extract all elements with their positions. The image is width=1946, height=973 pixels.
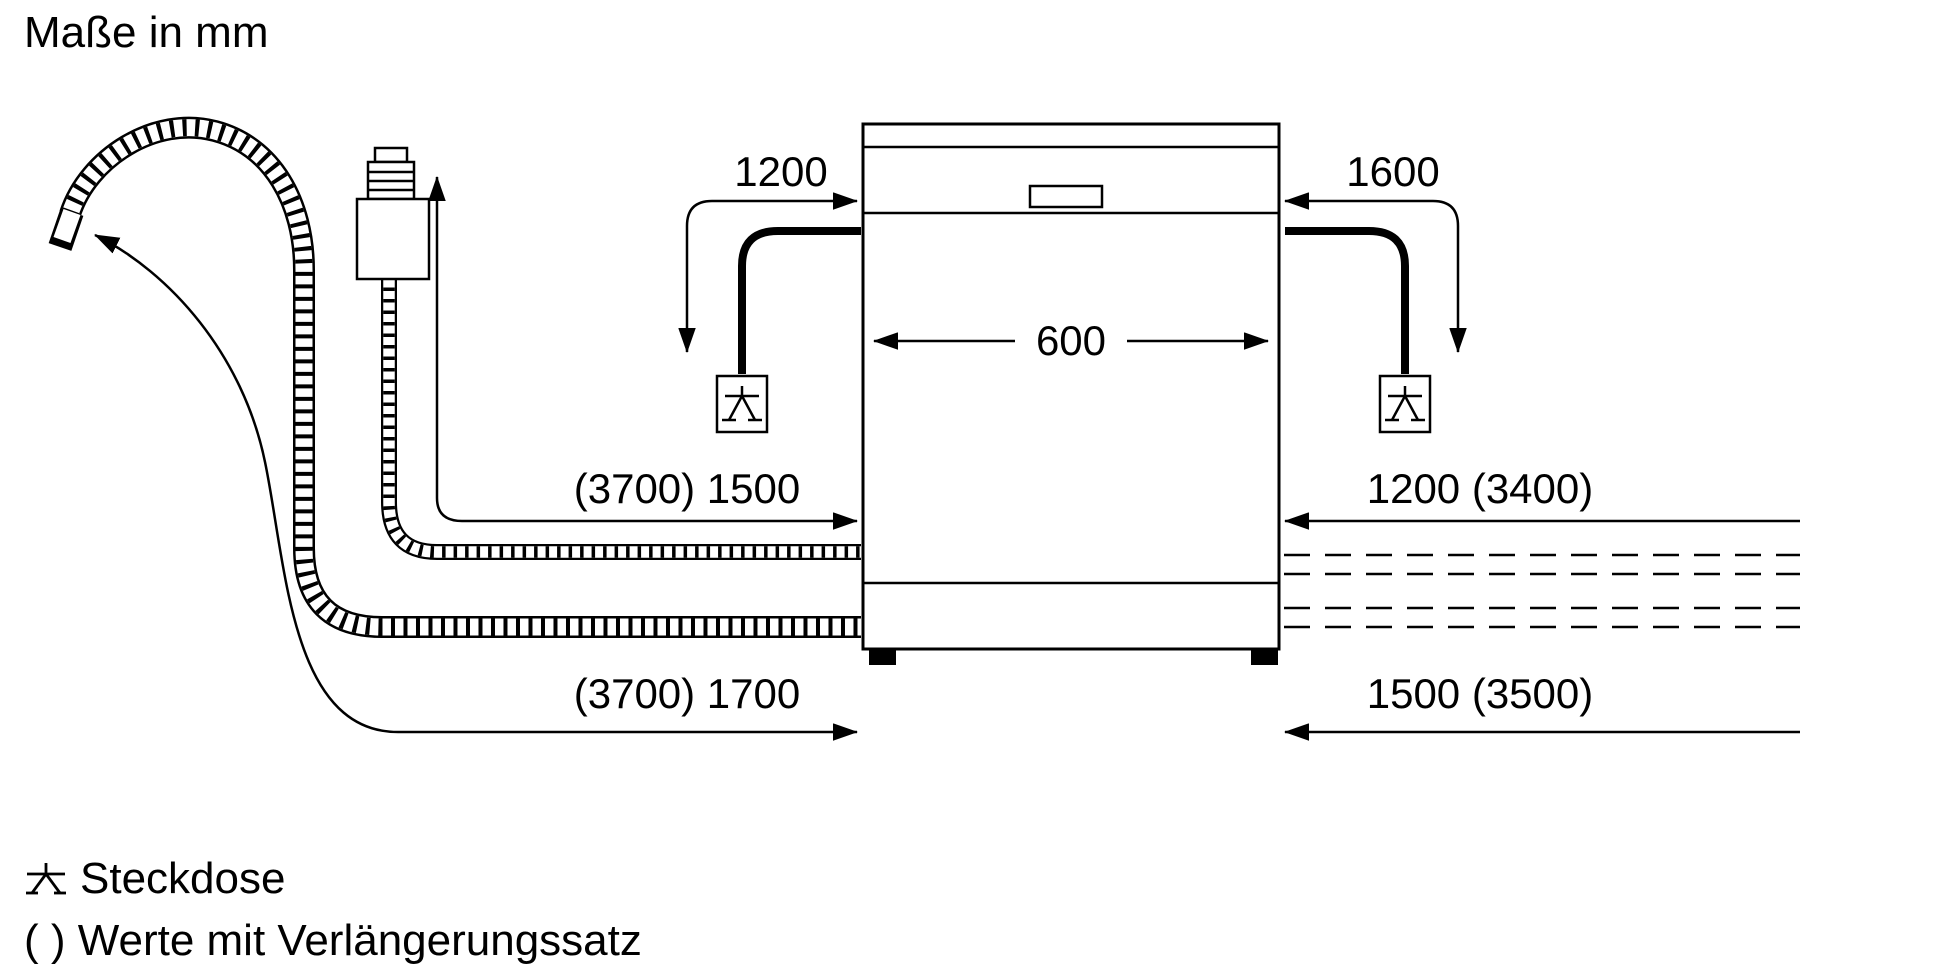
appliance [861, 122, 1281, 665]
power-cable-left [738, 227, 861, 374]
diagram-title: Maße in mm [24, 8, 269, 57]
dim-drain-hose-arrow [94, 233, 858, 741]
socket-right [1378, 374, 1432, 434]
door-handle [1028, 184, 1104, 209]
drain-hose-spout [48, 208, 84, 251]
right-hose-dashed-lines [1284, 553, 1800, 629]
foot-right [1251, 649, 1278, 665]
legend-extension-note: ( ) Werte mit Verlängerungssatz [24, 916, 642, 965]
dim-cable-left-label: 1200 [734, 148, 828, 195]
legend-socket-label: Steckdose [80, 854, 286, 903]
foot-left [869, 649, 896, 665]
dim-right-upper-label: 1200 (3400) [1366, 465, 1594, 512]
aquastop-body [355, 197, 431, 281]
power-cable-right [1285, 227, 1409, 374]
socket-icon [26, 863, 66, 895]
socket-left [715, 374, 769, 434]
appliance-outline [861, 122, 1281, 651]
dimension-lines [94, 176, 1800, 741]
tap-connector-cap [373, 146, 409, 164]
dim-drain-hose-label: (3700) 1700 [573, 670, 801, 717]
dim-cable-right-label: 1600 [1346, 148, 1440, 195]
aquastop-valve [355, 146, 431, 281]
dim-supply-hose-label: (3700) 1500 [573, 465, 801, 512]
dim-cable-right-arrow [1284, 192, 1467, 353]
dim-right-lower-label: 1500 (3500) [1366, 670, 1594, 717]
dim-cable-left-arrow [678, 192, 858, 353]
dim-appliance-width-label: 600 [1035, 317, 1107, 364]
socket-icon [1385, 386, 1425, 422]
